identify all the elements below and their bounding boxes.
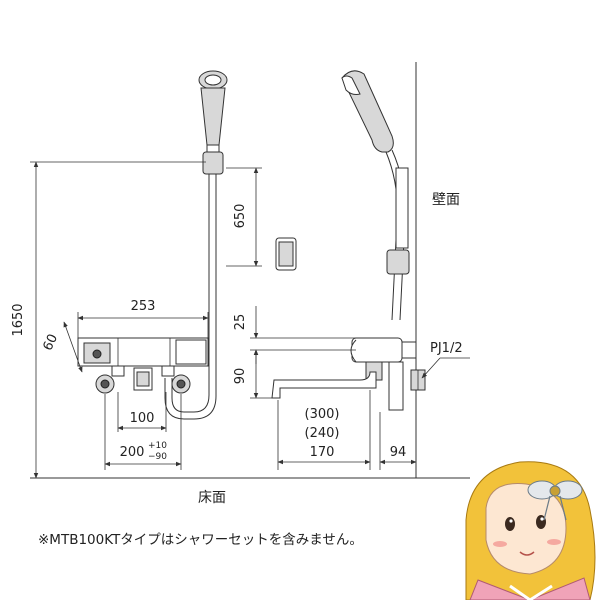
dim-top-offset-label: 25 — [233, 314, 248, 331]
dim-body-depth — [63, 321, 83, 373]
pipe-thread-callout — [421, 357, 470, 379]
side-view — [271, 62, 426, 478]
faucet-body-front — [77, 337, 209, 367]
dim-spout-240-label: (240) — [305, 426, 340, 441]
dim-spout-reach — [277, 390, 371, 470]
dim-inlet-spacing — [117, 392, 167, 432]
shower-holder-front — [202, 151, 224, 175]
floor-label: 床面 — [198, 490, 226, 506]
footnote: ※MTB100KTタイプはシャワーセットを含みません。 — [38, 532, 363, 548]
faucet-body-side — [350, 337, 426, 411]
dim-mount-tol-plus: +10 — [148, 441, 167, 451]
shower-head-front — [198, 70, 228, 154]
dim-top-offset — [250, 306, 356, 364]
shower-hose-front — [171, 174, 210, 413]
dim-body-depth-label: 60 — [41, 332, 62, 353]
slide-holder-side — [386, 249, 410, 275]
dim-body-width-label: 253 — [131, 299, 156, 314]
dim-spout-drop-label: 90 — [233, 368, 248, 385]
dim-wall-offset — [379, 412, 417, 470]
inlet-nuts-front — [95, 365, 191, 394]
dim-mount-spacing — [104, 394, 182, 470]
dim-mount-spacing-label: 200 — [120, 445, 145, 460]
front-view — [77, 70, 228, 420]
shower-holder-detail — [275, 237, 297, 271]
dim-inlet-spacing-label: 100 — [130, 411, 155, 426]
dim-wall-offset-label: 94 — [390, 445, 407, 460]
dim-spout-170-label: 170 — [310, 445, 335, 460]
wall-label: 壁面 — [432, 192, 460, 208]
dim-spout-drop — [250, 349, 272, 399]
dim-spout-300-label: (300) — [305, 407, 340, 422]
dim-body-width — [77, 312, 209, 338]
dim-holder-height-label: 650 — [233, 204, 248, 229]
dim-total-height — [30, 161, 206, 479]
pipe-thread-label: PJ1/2 — [430, 341, 463, 356]
dim-holder-height — [226, 167, 262, 267]
shower-head-side — [341, 70, 394, 153]
dim-total-height-label: 1650 — [11, 303, 26, 336]
spout-side — [271, 371, 377, 399]
dim-mount-tol-minus: −90 — [148, 452, 167, 462]
mascot-illustration — [465, 461, 596, 600]
